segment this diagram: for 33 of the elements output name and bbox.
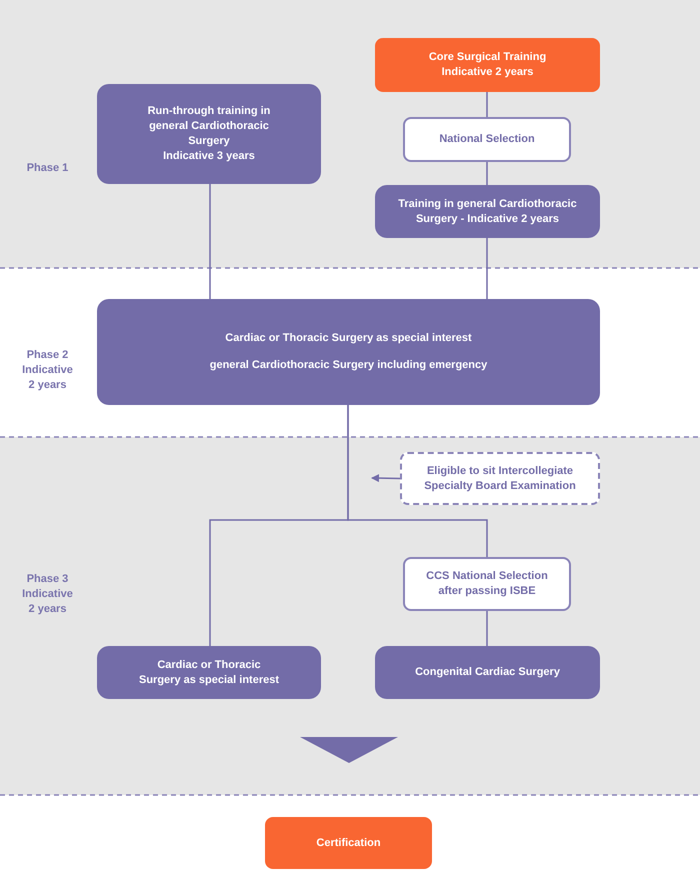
box-text: National Selection <box>439 132 535 147</box>
box-text: Run-through training in general Cardiothoracic Surgery <box>146 104 272 149</box>
box-text: Indicative 2 years <box>442 65 534 80</box>
training-box <box>97 646 321 699</box>
box-text: Core Surgical Training <box>428 50 546 65</box>
phase-label: Phase 2 Indicative 2 years <box>21 348 74 392</box>
connector-line <box>486 92 488 117</box>
connector-line <box>486 162 488 185</box>
phase-label: Phase 1 <box>26 160 70 176</box>
arrow <box>371 474 400 482</box>
phase-label: Phase 3 Indicative 2 years <box>21 572 74 616</box>
box-text: Indicative 3 years <box>163 149 255 164</box>
training-box <box>375 646 600 699</box>
note-box <box>400 452 600 505</box>
selection-box <box>403 557 571 611</box>
box-text: Eligible to sit Intercollegiate Specialty Board Examination <box>423 464 577 494</box>
stage-box <box>265 817 432 869</box>
training-box <box>97 84 321 184</box>
connector-line <box>209 184 211 299</box>
box-text: Training in general Cardiothoracic Surgery - Indicative 2 years <box>397 196 578 226</box>
training-box <box>97 299 600 405</box>
box-text: Cardiac or Thoracic Surgery as special interest <box>138 658 280 688</box>
stage-box <box>375 38 600 92</box>
connector-line <box>486 238 488 299</box>
training-box <box>375 185 600 238</box>
box-text: general Cardiothoracic Surgery including emergency <box>210 358 488 373</box>
connector-line <box>347 405 488 557</box>
box-text: Congenital Cardiac Surgery <box>415 665 560 680</box>
connector-line <box>486 611 488 646</box>
selection-box <box>403 117 571 162</box>
box-text: Certification <box>316 836 381 850</box>
box-text: CCS National Selection after passing ISBE <box>425 569 549 599</box>
box-text: Cardiac or Thoracic Surgery as special interest <box>225 331 472 346</box>
